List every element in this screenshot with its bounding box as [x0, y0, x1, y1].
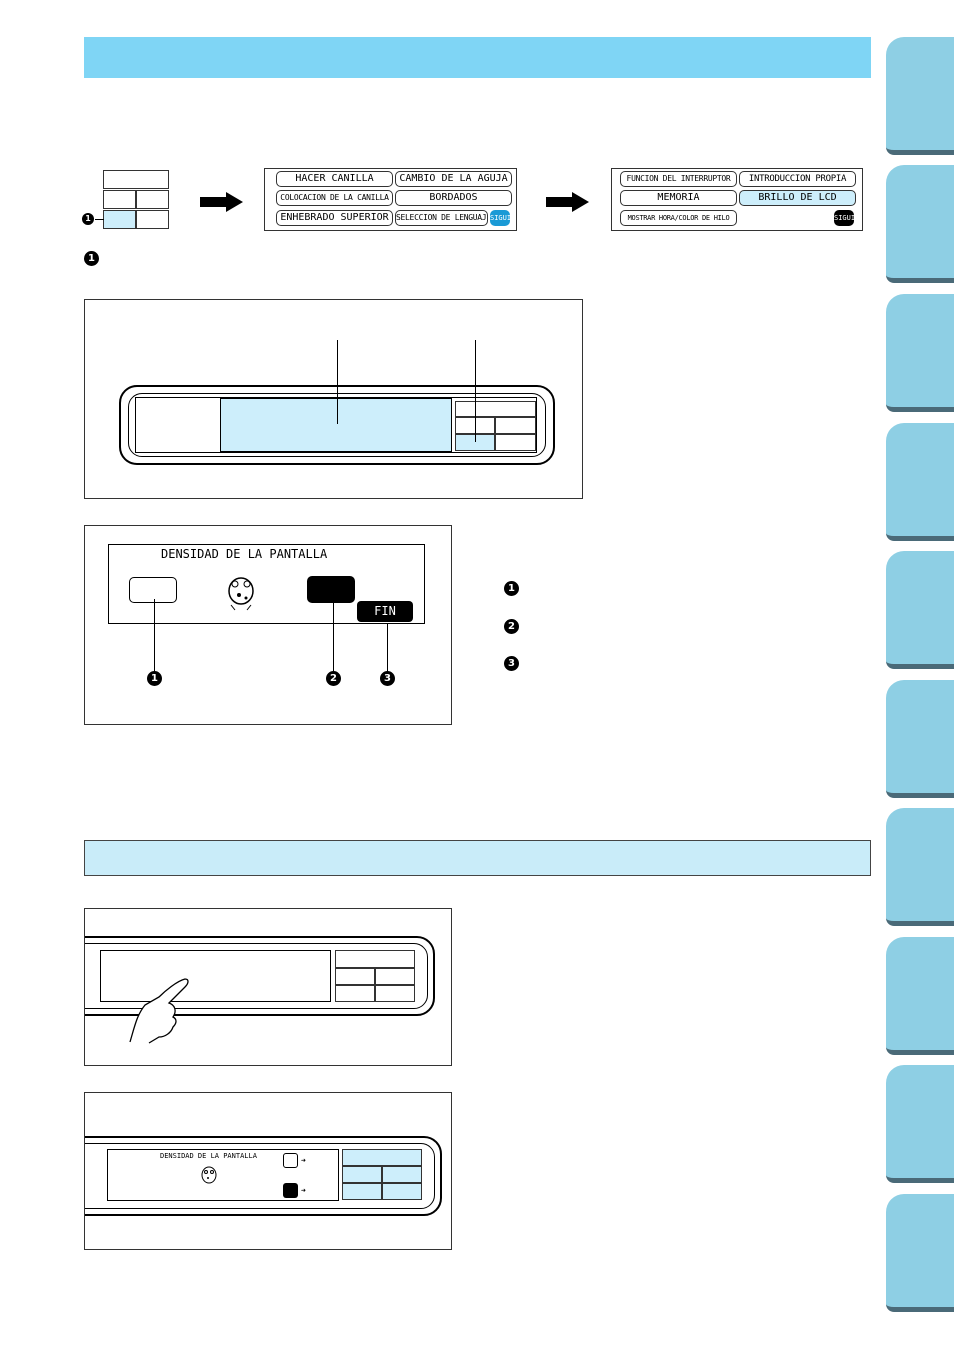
leader-line: [387, 624, 388, 674]
menu-button-memoria[interactable]: MEMORIA: [620, 190, 737, 206]
density-screen: DENSIDAD DE LA PANTALLA FIN: [108, 544, 425, 624]
panel-key-cell: [342, 1149, 422, 1166]
chapter-tab-4[interactable]: [886, 423, 954, 541]
lighter-button[interactable]: [129, 577, 177, 603]
panel-window: [135, 397, 537, 453]
panel-key-cell: [335, 985, 375, 1002]
pointing-hand-icon: [129, 978, 189, 1044]
lighter-button[interactable]: [283, 1153, 298, 1168]
chapter-tab-8[interactable]: [886, 937, 954, 1055]
section-header-bar: [84, 37, 871, 78]
chapter-tab-10[interactable]: [886, 1194, 954, 1312]
touch-figure: [84, 908, 452, 1066]
right-arrow-icon: [546, 192, 589, 212]
leader-line: [333, 584, 334, 674]
panel-key-cell: [495, 434, 536, 451]
menu-button-introduccion-propia[interactable]: INTRODUCCION PROPIA: [739, 171, 856, 187]
legend-marker-1: 1: [84, 251, 99, 266]
legend-marker-2: 2: [504, 619, 519, 634]
chapter-tab-3[interactable]: [886, 294, 954, 412]
chapter-tab-6[interactable]: [886, 680, 954, 798]
panel-figure: [84, 299, 583, 499]
panel-key-cell: [342, 1166, 382, 1183]
leader-line: [337, 340, 338, 424]
machine-mascot-icon: [228, 577, 254, 611]
panel-key-cell: [375, 985, 415, 1002]
density-screen-title: DENSIDAD DE LA PANTALLA: [160, 1152, 257, 1160]
panel-key-cell: [342, 1183, 382, 1200]
menu-button-bordados[interactable]: BORDADOS: [395, 190, 512, 206]
menu-button-mostrar-hora[interactable]: MOSTRAR HORA/COLOR DE HILO: [620, 210, 737, 226]
panel-key-cell: [335, 950, 415, 968]
arrow-icon: ➜: [301, 1156, 306, 1165]
mini-key-cell: [136, 210, 169, 229]
panel-key-cell: [375, 968, 415, 985]
mini-key-cell: [103, 190, 136, 209]
callout-1: 1: [147, 671, 162, 686]
chapter-tab-1[interactable]: [886, 37, 954, 155]
settings-menu-page-1: HACER CANILLA CAMBIO DE LA AGUJA COLOCAC…: [264, 168, 517, 231]
machine-mascot-icon: [201, 1166, 217, 1184]
density-figure: DENSIDAD DE LA PANTALLA FIN 1 2 3: [84, 525, 452, 725]
lcd-screen: DENSIDAD DE LA PANTALLA ➜ ➜: [107, 1149, 339, 1201]
leader-line: [154, 599, 155, 674]
menu-button-hacer-canilla[interactable]: HACER CANILLA: [276, 171, 393, 187]
marker-leader: [95, 219, 104, 220]
panel-key-cell: [382, 1183, 422, 1200]
callout-3: 3: [380, 671, 395, 686]
chapter-tab-7[interactable]: [886, 808, 954, 926]
lcd-screen[interactable]: [100, 950, 331, 1002]
chapter-tab-5[interactable]: [886, 551, 954, 669]
legend-marker-1: 1: [504, 581, 519, 596]
settings-menu-page-2: FUNCION DEL INTERRUPTOR INTRODUCCION PRO…: [611, 168, 863, 231]
mini-display-cell: [103, 170, 169, 189]
menu-button-seleccion-lenguaje[interactable]: SELECCION DE LENGUAJE: [395, 210, 488, 226]
next-page-button[interactable]: SIGUI: [834, 210, 855, 226]
mini-key-cell: [136, 190, 169, 209]
marker-1: 1: [82, 213, 94, 225]
menu-button-colocacion-canilla[interactable]: COLOCACION DE LA CANILLA: [276, 190, 393, 206]
menu-button-funcion-interruptor[interactable]: FUNCION DEL INTERRUPTOR: [620, 171, 737, 187]
darker-button[interactable]: [307, 576, 355, 603]
fin-button[interactable]: FIN: [357, 601, 413, 622]
chapter-tab-2[interactable]: [886, 165, 954, 283]
leader-line: [475, 340, 476, 442]
panel-key-cell: [495, 417, 536, 434]
darker-button[interactable]: [283, 1183, 298, 1198]
next-page-button[interactable]: SIGUI: [490, 210, 511, 226]
density-small-figure: DENSIDAD DE LA PANTALLA ➜ ➜: [84, 1092, 452, 1250]
arrow-icon: ➜: [301, 1186, 306, 1195]
legend-marker-3: 3: [504, 656, 519, 671]
menu-button-brillo-lcd[interactable]: BRILLO DE LCD: [739, 190, 856, 206]
subsection-header-bar: [84, 840, 871, 876]
panel-key-cell: [455, 401, 536, 417]
menu-button-enhebrado-superior[interactable]: ENHEBRADO SUPERIOR: [276, 210, 393, 226]
right-arrow-icon: [200, 192, 243, 212]
mini-settings-key[interactable]: [103, 210, 136, 229]
menu-button-cambio-aguja[interactable]: CAMBIO DE LA AGUJA: [395, 171, 512, 187]
lcd-screen[interactable]: [220, 398, 452, 452]
panel-key-cell: [335, 968, 375, 985]
callout-2: 2: [326, 671, 341, 686]
chapter-tab-9[interactable]: [886, 1065, 954, 1183]
density-screen-title: DENSIDAD DE LA PANTALLA: [161, 547, 328, 561]
panel-key-cell: [382, 1166, 422, 1183]
